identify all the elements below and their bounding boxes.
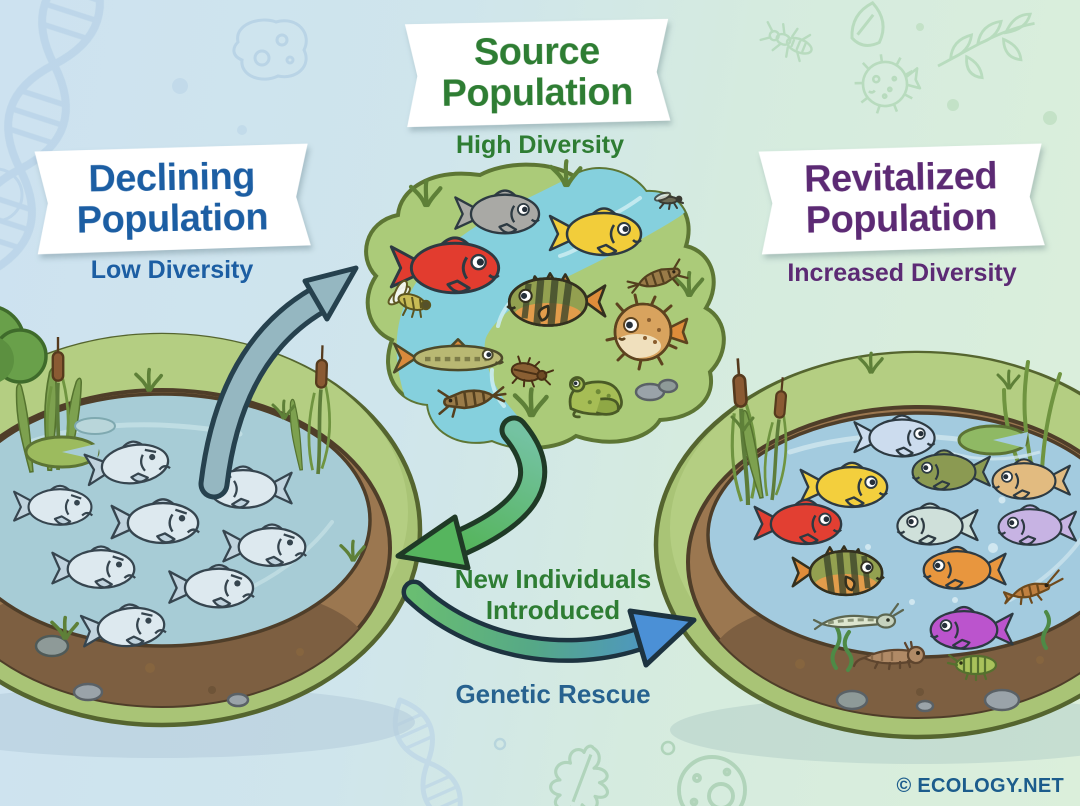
source-subtitle: High Diversity [455,131,625,159]
revitalized-pond [653,350,1080,764]
dot-doodle [947,99,959,111]
dot-doodle [916,23,924,31]
rescue-arrow [401,579,697,668]
declining-title-line2: Population [76,196,269,242]
revitalized-title-line2: Population [805,196,998,242]
amoeba-icon [232,18,308,81]
revitalized-banner: Revitalized Population [757,144,1045,255]
revitalized-title: Revitalized Population [803,155,998,242]
dna-icon [384,693,498,806]
lily-pad [24,417,116,469]
dot-doodle [1043,111,1057,125]
pebble [226,692,250,708]
introduce-arrow [395,415,548,571]
source-title-line2: Population [441,71,634,115]
credit-label: © ECOLOGY.NET [896,775,1064,797]
seaweed [830,610,1051,672]
background-doodles [0,0,1057,806]
declining-subtitle: Low Diversity [90,256,254,284]
source-habitat [364,161,726,450]
source-title-line1: Source [473,30,600,74]
declining-banner: Declining Population [33,144,311,255]
declining-title: Declining Population [76,155,269,242]
branch-icon [929,11,1046,89]
pufferfish-doodle-icon [849,48,925,119]
revitalized-title-line1: Revitalized [803,155,998,201]
oak-leaf-icon [539,736,622,806]
dot-doodle [172,78,188,94]
pebble [657,378,679,394]
bush [0,306,48,384]
genetic-rescue-label: Genetic Rescue [455,679,651,709]
pebble [835,689,869,711]
introduced-label-line1: New Individuals [454,564,652,594]
donor-arrow [198,265,359,500]
pebble [72,682,104,702]
rock [34,634,70,658]
dot-doodle [237,125,247,135]
pebble [983,688,1021,712]
circle-doodle [0,167,24,223]
circle-doodle [660,740,676,756]
declining-pond [0,306,423,758]
introduced-label-line2: Introduced [485,595,621,625]
lily-pad [947,424,1041,461]
insect-doodle-icon [757,16,819,66]
cell-icon [677,755,747,806]
leaf-icon [847,0,891,51]
introduced-label: New Individuals Introduced [388,564,718,626]
pebble [915,699,935,713]
flow-arrows [198,265,697,668]
source-title: Source Population [441,30,634,115]
revitalized-subtitle: Increased Diversity [787,259,1017,287]
source-banner: Source Population [404,19,671,127]
circle-doodle [493,737,507,751]
declining-title-line1: Declining [88,155,256,201]
